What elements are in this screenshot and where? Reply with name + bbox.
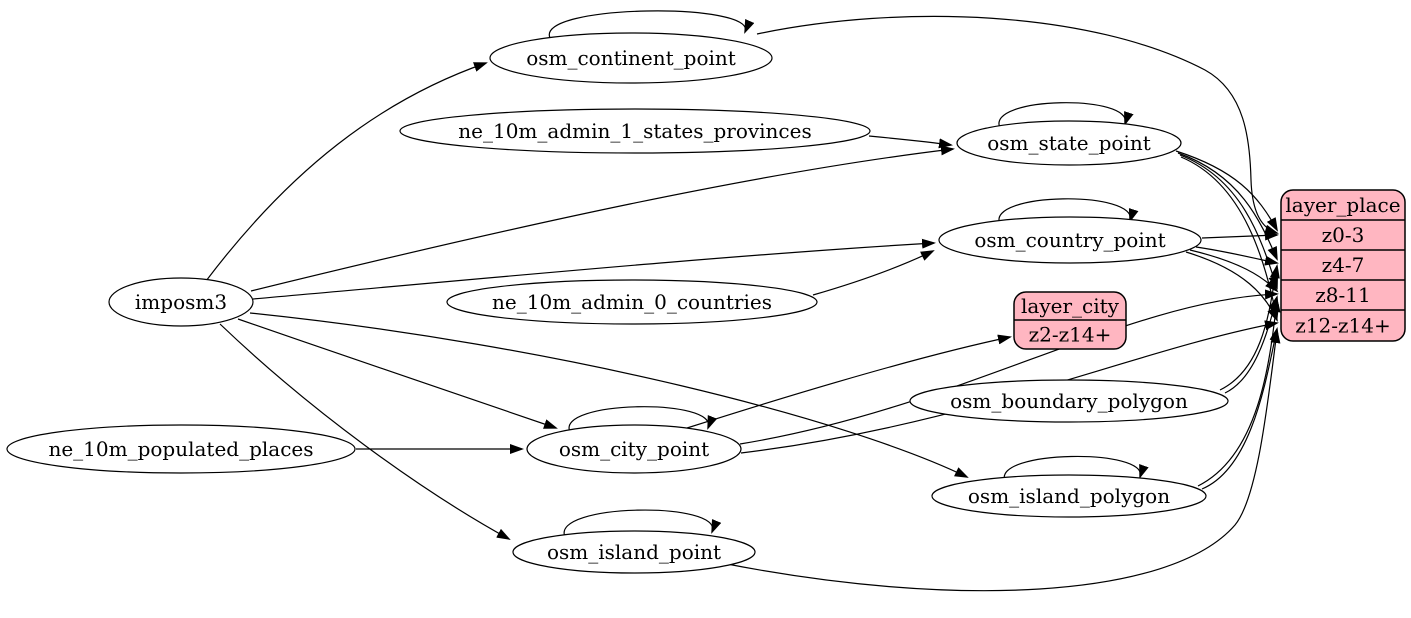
edge-ne_10m_admin_1_states_provinces-to-osm_state_point	[868, 135, 953, 149]
edge-osm_continent_point-to-osm_continent_point	[549, 10, 755, 39]
node-label: ne_10m_admin_0_countries	[492, 290, 772, 314]
table-ellipse	[512, 530, 756, 574]
edge-osm_island_polygon-to-layer_place-z8-11	[1197, 298, 1281, 487]
edge-osm_state_point-to-layer_place-z4-7	[1177, 152, 1278, 261]
edge-imposm3-to-osm_city_point	[237, 318, 558, 429]
node-layer_city: layer_city z2-z14+	[1013, 291, 1127, 350]
node-label: osm_city_point	[559, 437, 709, 461]
record-row-label: z2-z14+	[1029, 323, 1112, 347]
node-imposm3: imposm3	[108, 277, 254, 327]
edge-osm_island_point-to-osm_island_point	[563, 509, 722, 538]
node-label: osm_island_polygon	[968, 484, 1170, 508]
table-ellipse	[108, 277, 254, 327]
edge-osm_island_polygon-to-layer_place-z12-z14+	[1201, 327, 1280, 490]
table-ellipse	[956, 120, 1182, 166]
node-label: imposm3	[135, 290, 227, 314]
node-label: osm_island_point	[547, 540, 721, 564]
edge-osm_country_point-to-layer_place-z0-3	[1201, 230, 1279, 241]
table-ellipse	[526, 424, 742, 474]
node-osm_state_point: osm_state_point	[956, 120, 1182, 166]
record-row-label: z0-3	[1322, 223, 1365, 247]
table-ellipse	[446, 279, 818, 325]
node-label: ne_10m_populated_places	[48, 437, 313, 461]
layer-record-box	[1280, 189, 1406, 342]
node-label: osm_continent_point	[526, 46, 736, 70]
node-osm_country_point: osm_country_point	[938, 216, 1202, 264]
node-ne_10m_populated_places: ne_10m_populated_places	[6, 424, 356, 474]
edge-osm_island_point-to-layer_place-z12-z14+	[721, 329, 1281, 592]
node-ne_10m_admin_0_countries: ne_10m_admin_0_countries	[446, 279, 818, 325]
node-osm_island_polygon: osm_island_polygon	[931, 474, 1207, 518]
node-label: osm_state_point	[987, 131, 1151, 155]
node-osm_city_point: osm_city_point	[526, 424, 742, 474]
edge-ne_10m_admin_0_countries-to-osm_country_point	[812, 250, 935, 296]
record-row-label: z8-11	[1315, 283, 1370, 307]
table-ellipse	[931, 474, 1207, 518]
edge-imposm3-to-osm_state_point	[250, 145, 955, 292]
node-osm_continent_point: osm_continent_point	[489, 32, 773, 84]
table-ellipse	[909, 379, 1229, 423]
edge-imposm3-to-osm_island_point	[219, 323, 511, 540]
edge-osm_state_point-to-osm_state_point	[998, 102, 1134, 129]
edge-osm_city_point-to-osm_city_point	[568, 406, 718, 433]
node-osm_boundary_polygon: osm_boundary_polygon	[909, 379, 1229, 423]
edge-imposm3-to-osm_continent_point	[205, 62, 488, 282]
edge-imposm3-to-osm_island_polygon	[249, 312, 969, 478]
table-ellipse	[938, 216, 1202, 264]
edge-osm_state_point-to-layer_place-z0-3	[1175, 150, 1278, 232]
edge-osm_boundary_polygon-to-layer_place-z4-7	[1219, 264, 1280, 391]
node-label: osm_country_point	[974, 228, 1165, 252]
record-row-label: z4-7	[1322, 253, 1365, 277]
table-ellipse	[399, 108, 871, 154]
edge-osm_country_point-to-osm_country_point	[998, 198, 1139, 225]
record-title: layer_place	[1285, 193, 1400, 217]
edge-osm_country_point-to-layer_place-z4-7	[1195, 246, 1279, 266]
edge-osm_city_point-to-layer_city-z2-z14+	[686, 334, 1012, 429]
node-layer_place: layer_place z0-3 z4-7 z8-11 z12-z14+	[1280, 189, 1406, 342]
edge-osm_island_polygon-to-osm_island_polygon	[1003, 455, 1149, 482]
record-title: layer_city	[1021, 294, 1120, 318]
node-ne_10m_admin_1_states_provinces: ne_10m_admin_1_states_provinces	[399, 108, 871, 154]
node-label: ne_10m_admin_1_states_provinces	[458, 119, 811, 143]
record-row-label: z12-z14+	[1295, 314, 1391, 338]
table-ellipse	[489, 32, 773, 84]
table-ellipse	[6, 424, 356, 474]
edge-osm_city_point-to-layer_place-z8-11	[739, 289, 1279, 445]
edge-osm_continent_point-to-layer_place-z0-3	[756, 15, 1279, 235]
edge-layer	[205, 10, 1281, 592]
edge-imposm3-to-osm_country_point	[252, 238, 936, 300]
node-osm_island_point: osm_island_point	[512, 530, 756, 574]
node-label: osm_boundary_polygon	[950, 389, 1188, 413]
